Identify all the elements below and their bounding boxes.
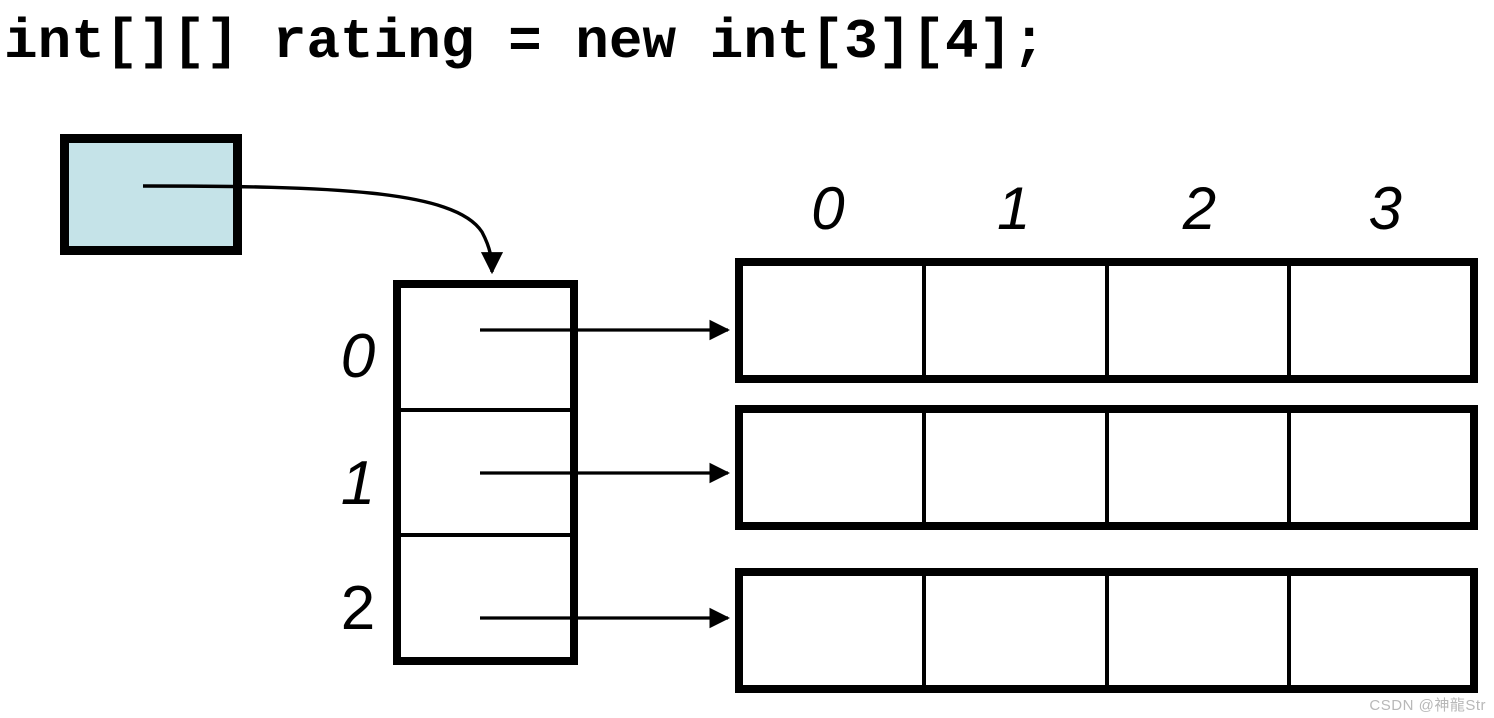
outer-array-cell-2 xyxy=(401,532,570,657)
column-header-3: 3 xyxy=(1368,175,1402,242)
row-1-cell-0 xyxy=(743,413,922,522)
row-2-cell-3 xyxy=(1287,576,1470,685)
row-2-cell-2 xyxy=(1104,576,1288,685)
rating-reference-box xyxy=(60,134,242,255)
row-array-1 xyxy=(735,405,1478,530)
row-2-cell-1 xyxy=(921,576,1105,685)
column-header-0: 0 xyxy=(811,175,845,242)
code-declaration-title: int[][] rating = new int[3][4]; xyxy=(4,10,1046,74)
csdn-watermark: CSDN @神龍Str xyxy=(1369,697,1486,714)
outer-array-cell-0 xyxy=(401,288,570,409)
row-0-cell-0 xyxy=(743,266,922,375)
row-1-cell-2 xyxy=(1104,413,1288,522)
column-header-1: 1 xyxy=(996,175,1031,242)
column-header-row: 0 1 2 3 xyxy=(735,178,1478,240)
column-header-2: 2 xyxy=(1182,175,1217,242)
outer-array-index-1: 1 xyxy=(340,449,376,518)
row-0-cell-3 xyxy=(1287,266,1470,375)
row-0-cell-1 xyxy=(921,266,1105,375)
outer-array-cell-1 xyxy=(401,408,570,533)
outer-array-index-2: 2 xyxy=(340,574,376,643)
row-0-cell-2 xyxy=(1104,266,1288,375)
outer-array-index-0: 0 xyxy=(340,322,376,391)
row-1-cell-1 xyxy=(921,413,1105,522)
row-2-cell-0 xyxy=(743,576,922,685)
row-1-cell-3 xyxy=(1287,413,1470,522)
outer-array xyxy=(393,280,578,665)
row-array-2 xyxy=(735,568,1478,693)
row-array-0 xyxy=(735,258,1478,383)
